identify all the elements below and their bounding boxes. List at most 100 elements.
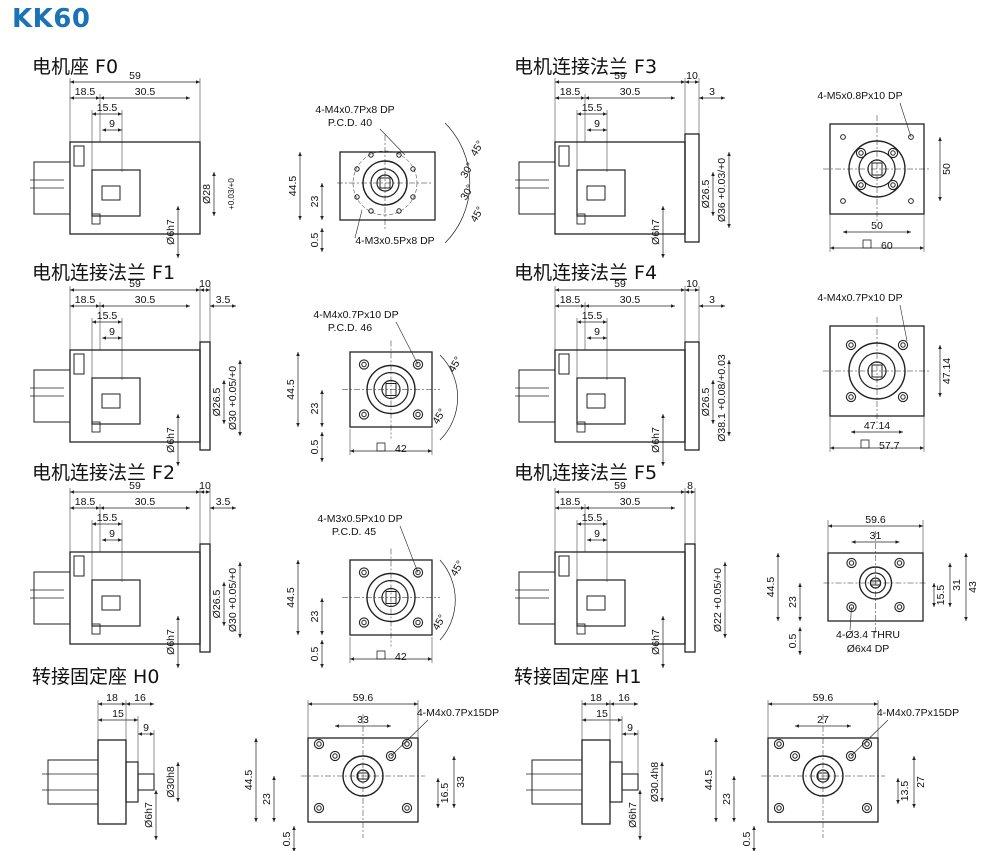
- arrowhead: [150, 732, 154, 736]
- coupling-ring: [858, 352, 896, 390]
- shaft-section: [101, 393, 121, 409]
- dim-d1: 18.5: [75, 294, 96, 306]
- angle-label: 30°: [458, 161, 476, 181]
- dim-r2: 31: [951, 579, 963, 591]
- arrowhead: [896, 800, 900, 804]
- dim-r1: 16.5: [439, 783, 451, 804]
- dim-d1: 18.5: [560, 294, 581, 306]
- mounting-hole: [358, 617, 370, 628]
- angle-label: 45°: [446, 355, 464, 375]
- dim-total: 59: [129, 278, 141, 290]
- arrowhead: [292, 826, 296, 830]
- mounting-hole-inner: [858, 150, 864, 156]
- arrowhead: [798, 617, 802, 621]
- arrowhead: [830, 446, 834, 450]
- arrowhead: [581, 96, 585, 100]
- dim-tolerance: +0.03/+0: [227, 178, 236, 210]
- arrowhead: [555, 80, 559, 84]
- dim-square-value: 57.7: [879, 440, 900, 452]
- section-heading-f1: 电机连接法兰 F1: [32, 262, 176, 284]
- set-screw: [91, 421, 101, 433]
- arrowhead: [582, 702, 586, 706]
- arrowhead: [296, 352, 300, 356]
- mounting-hole-inner: [848, 560, 855, 566]
- mounting-hole-inner: [332, 753, 338, 759]
- pcd-label: P.C.D. 40: [328, 117, 372, 129]
- dim-flange: 10: [686, 70, 698, 82]
- arrowhead: [70, 506, 74, 510]
- dim-r2: 33: [455, 776, 467, 788]
- arrowhead: [98, 718, 102, 722]
- dim-d4: 9: [109, 118, 115, 130]
- dim-total: 59: [614, 70, 626, 82]
- arrowhead: [681, 80, 685, 84]
- section-heading-f5: 电机连接法兰 F5: [514, 462, 658, 484]
- square-symbol: [862, 239, 872, 249]
- dim-d4: 9: [594, 118, 600, 130]
- arrowhead: [320, 598, 324, 602]
- arrowhead: [727, 360, 731, 364]
- coupling-hub: [356, 769, 370, 783]
- arrowhead: [622, 732, 626, 736]
- dim-step: 3.5: [216, 496, 231, 508]
- arrowhead: [555, 304, 559, 308]
- set-screw: [91, 213, 101, 225]
- section-heading-h1: 转接固定座 H1: [514, 666, 642, 688]
- arrowhead: [618, 718, 622, 722]
- dim-d: 9: [143, 722, 149, 734]
- arrowhead: [723, 562, 727, 566]
- coupling-window: [91, 579, 141, 627]
- arrowhead: [874, 702, 878, 706]
- motor-seat-body: [554, 141, 686, 235]
- mounting-hole: [412, 617, 424, 628]
- arrowhead: [671, 506, 675, 510]
- motor-seat-body: [69, 349, 201, 443]
- dim-w: 47.14: [864, 420, 890, 432]
- angle-label: 45°: [448, 559, 466, 579]
- dim-d1: 18.5: [560, 496, 581, 508]
- dim-h: 47.14: [941, 358, 953, 384]
- arrowhead: [638, 836, 642, 840]
- arrowhead: [603, 320, 607, 324]
- arrowhead: [70, 288, 74, 292]
- arrowhead: [212, 212, 216, 216]
- arrowhead: [660, 798, 664, 802]
- mounting-hole: [313, 802, 325, 814]
- mounting-hole: [861, 738, 873, 750]
- flange-plate: [684, 543, 696, 653]
- dim-w2: 31: [870, 530, 882, 542]
- square-symbol: [376, 650, 386, 660]
- arrowhead: [118, 320, 122, 324]
- dim-r1: 13.5: [899, 781, 911, 802]
- arrowhead: [98, 702, 102, 706]
- arrowhead: [186, 506, 190, 510]
- callout-top: 4-M4x0.7Px8 DP: [315, 104, 394, 116]
- dim-d2: 30.5: [620, 294, 641, 306]
- set-screw: [91, 623, 101, 635]
- key-slot: [385, 591, 397, 604]
- arrowhead: [92, 112, 96, 116]
- dim-w: 50: [871, 220, 883, 232]
- mounting-hole: [894, 557, 905, 569]
- leader-line: [849, 606, 852, 631]
- arrowhead: [695, 288, 699, 292]
- arrowhead: [851, 540, 856, 544]
- dim-step: 3: [709, 86, 715, 98]
- arrowhead: [254, 738, 258, 742]
- pcd-hole: [368, 152, 374, 158]
- arrowhead: [603, 336, 607, 340]
- arrowhead: [577, 522, 581, 526]
- callout-bottom: 4-M3x0.5Px8 DP: [355, 235, 434, 247]
- dim-c: 15: [596, 708, 608, 720]
- arrowhead: [92, 522, 96, 526]
- mounting-hole-inner: [890, 150, 896, 156]
- angle-label: 45°: [430, 613, 448, 633]
- dim-outer: Ø38.1 +0.08/+0.03: [716, 354, 728, 442]
- section-heading-f2: 电机连接法兰 F2: [32, 462, 176, 484]
- set-screw: [576, 213, 586, 225]
- dim-flange: 10: [199, 278, 211, 290]
- dim-h2: 23: [787, 596, 799, 608]
- arrowhead: [118, 336, 122, 340]
- dim-w: 59.6: [813, 692, 834, 704]
- arrowhead: [661, 664, 665, 668]
